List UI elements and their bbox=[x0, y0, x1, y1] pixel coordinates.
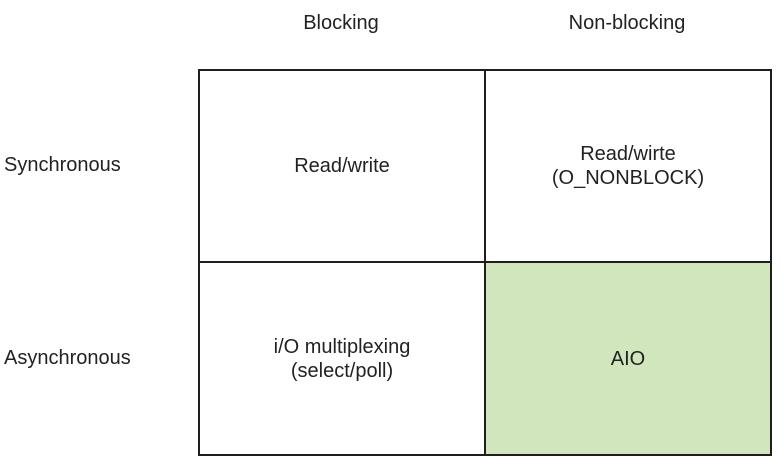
column-header-non-blocking: Non-blocking bbox=[568, 12, 686, 34]
cell-label: Read/wirte bbox=[580, 143, 676, 165]
cell-sync-blocking: Read/write bbox=[200, 71, 486, 263]
cell-async-nonblocking: AIO bbox=[486, 263, 770, 454]
cell-async-blocking: i/O multiplexing (select/poll) bbox=[200, 263, 486, 454]
cell-label: i/O multiplexing bbox=[273, 335, 411, 358]
cell-sublabel: (O_NONBLOCK) bbox=[551, 167, 705, 189]
cell-label: AIO bbox=[610, 347, 646, 370]
cell-sync-nonblocking: Read/wirte (O_NONBLOCK) bbox=[486, 71, 770, 263]
row-header-synchronous: Synchronous bbox=[4, 154, 121, 176]
cell-label: Read/write bbox=[294, 155, 390, 177]
column-header-blocking: Blocking bbox=[303, 12, 379, 34]
row-header-asynchronous: Asynchronous bbox=[4, 347, 131, 369]
cell-sublabel: (select/poll) bbox=[290, 359, 394, 382]
io-model-matrix: Read/write Read/wirte (O_NONBLOCK) i/O m… bbox=[198, 69, 772, 456]
